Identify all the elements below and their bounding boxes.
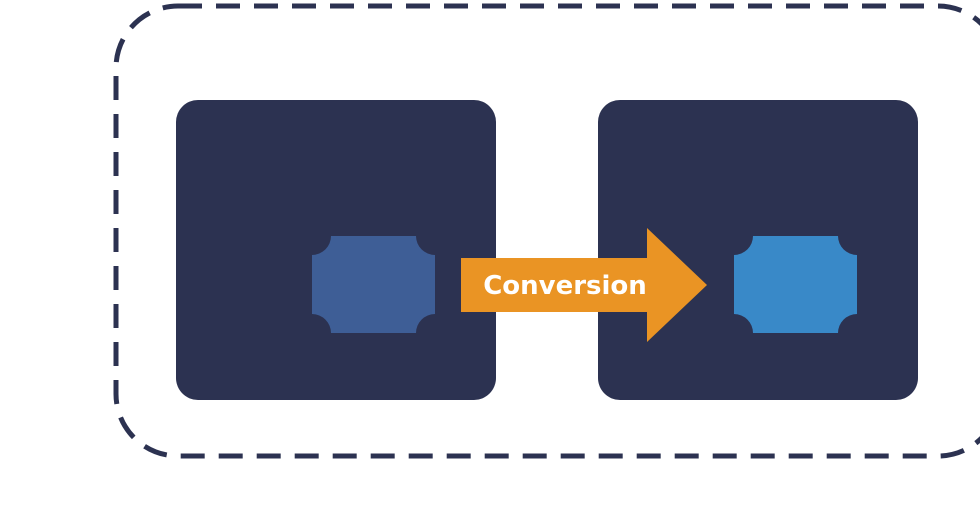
dashed-boundary — [113, 3, 980, 459]
conversion-label: Conversion — [483, 271, 647, 301]
conversion-arrow — [461, 228, 707, 342]
target-shape — [734, 236, 857, 333]
source-shape — [312, 236, 435, 333]
